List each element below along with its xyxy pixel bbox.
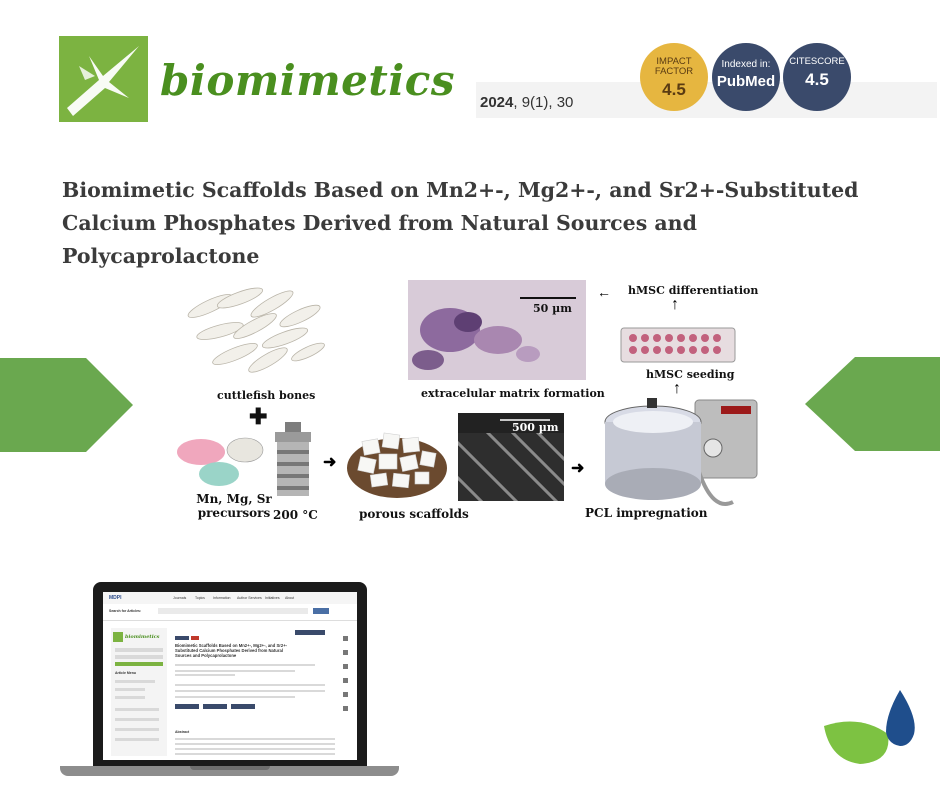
cuttlefish-bones-image [187,287,325,373]
citation-bar [476,82,937,118]
pubmed-badge: Indexed in: PubMed [712,43,780,111]
differentiation-label: hMSC differentiation [628,284,759,297]
bioreactor-image [604,398,758,506]
laptop-notch [190,766,270,770]
cuttlefish-label: cuttlefish bones [217,389,316,402]
sem-image: 500 µm [458,413,564,501]
leaf-drop-icon [824,690,915,764]
search-label: Search for Articles: [109,609,142,613]
nav-initiatives[interactable]: Initiatives [265,596,280,600]
plus-icon: ✚ [249,404,268,429]
autoclave-image [275,422,311,496]
ecm-label: extracelular matrix formation [421,387,605,400]
nav-author-services[interactable]: Author Services [237,596,262,600]
arrow-up-icon: ↑ [673,380,681,397]
laptop-base [60,766,399,776]
arrow-left-icon: ← [597,284,611,300]
arrow-left-icon [805,357,940,451]
porous-scaffolds-label: porous scaffolds [359,507,469,521]
seeding-label: hMSC seeding [646,368,735,381]
porous-scaffolds-image [347,432,447,498]
impact-factor-badge: IMPACT FACTOR 4.5 [640,43,708,111]
arrow-right-icon: ➜ [571,460,585,477]
pcl-label: PCL impregnation [585,506,708,520]
citation-year: 2024 [480,94,514,111]
abstract-label: Abstract [175,730,190,734]
journal-name: biomimetics [160,56,455,105]
mdpi-logo: MDPI [109,595,122,601]
impact-factor-label: IMPACT FACTOR [654,56,694,77]
graphical-abstract: cuttlefish bones ✚ Mn, Mg, Sr precursors… [165,270,765,530]
article-title: Biomimetic Scaffolds Based on Mn2+-, Mg2… [62,178,859,268]
arrow-right-icon [0,358,133,452]
citescore-label: CITESCORE [789,56,845,67]
well-plate-image [620,327,736,363]
arrow-right-icon: ➜ [323,454,337,471]
pubmed-label: Indexed in: [721,59,771,70]
nav-about[interactable]: About [285,596,295,600]
citation-volume: , 9(1), 30 [513,94,574,111]
bird-icon [67,46,139,116]
citescore-value: 4.5 [805,70,829,89]
scale-bar-500: 500 µm [512,421,559,434]
impact-factor-value: 4.5 [662,80,686,99]
laptop-webpage: MDPI Journals Topics Information Author … [103,592,357,760]
temperature-label: 200 °C [273,508,318,522]
article-menu-label: Article Menu [115,671,137,675]
journal-logo [59,36,148,122]
micrograph-image: 50 µm [408,280,586,380]
nav-topics[interactable]: Topics [195,596,205,600]
arrow-up-icon: ↑ [671,296,679,313]
citescore-badge: CITESCORE 4.5 [783,43,851,111]
nav-journals[interactable]: Journals [173,596,187,600]
precursor-powders-image [177,437,264,486]
mini-article-heading: Biomimetic Scaffolds Based on Mn2+-, Mg2… [175,643,288,658]
precursors-label: Mn, Mg, Sr precursors [196,492,272,520]
pubmed-value: PubMed [716,73,776,90]
citation: 2024, 9(1), 30 [480,94,573,111]
nav-information[interactable]: Information [213,596,231,600]
scale-bar-50: 50 µm [533,302,572,315]
mini-journal-name: biomimetics [125,634,160,640]
